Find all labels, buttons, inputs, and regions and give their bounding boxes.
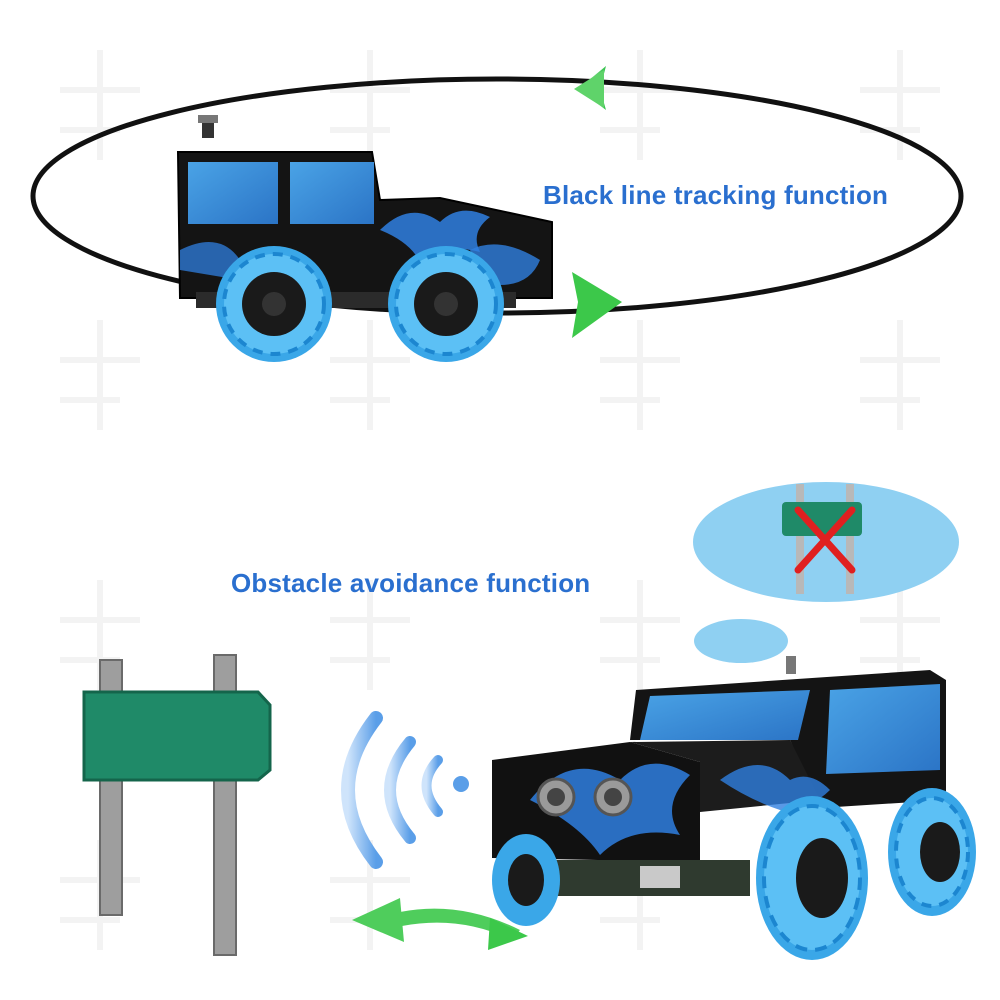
obstacle-caption: Obstacle avoidance function xyxy=(231,568,591,598)
wheel xyxy=(492,834,560,926)
wheel xyxy=(388,246,504,362)
ultrasonic-wave-icon xyxy=(341,711,469,869)
road-sign-obstacle xyxy=(82,654,272,956)
red-x-icon xyxy=(794,506,856,574)
green-arrow-icon xyxy=(574,66,606,110)
green-arrow-icon xyxy=(352,898,528,950)
robot-car-front-view xyxy=(492,656,976,960)
wheel xyxy=(756,796,868,960)
robot-car-side-view xyxy=(176,115,553,362)
wheel xyxy=(888,788,976,916)
wheel xyxy=(216,246,332,362)
tracking-caption: Black line tracking function xyxy=(543,180,889,210)
watermark-pattern xyxy=(60,50,940,950)
green-arrow-icon xyxy=(572,272,622,338)
